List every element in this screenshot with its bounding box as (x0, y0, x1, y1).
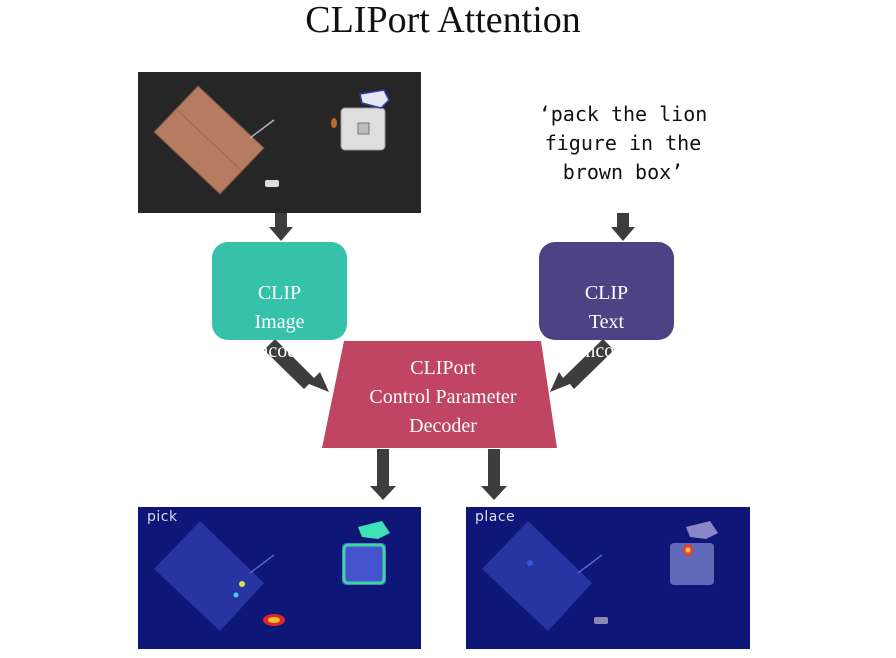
pick-block (342, 543, 386, 585)
place-label: place (475, 509, 516, 525)
arrow-decoder-to-place (481, 449, 507, 500)
pick-box-outline (154, 521, 264, 631)
place-small-object (594, 617, 608, 624)
arrow-image-encoder-to-decoder (264, 339, 329, 392)
clip-image-encoder: CLIP Image Encoder (212, 242, 347, 362)
pick-heatmap-drawing (154, 521, 390, 631)
input-scene-image (138, 72, 421, 213)
pick-shoe-heat (358, 521, 390, 539)
decoder-label: CLIPort Control Parameter Decoder (369, 357, 517, 437)
place-hotspot-core (685, 547, 691, 553)
clip-text-encoder: CLIP Text Encoder (539, 242, 674, 362)
arrow-decoder-to-pick (370, 449, 396, 500)
place-box-outline (482, 521, 592, 631)
pick-label: pick (147, 509, 178, 525)
diagram-title: CLIPort Attention (305, 0, 581, 41)
language-instruction: ‘pack the lion figure in the brown box’ (538, 102, 708, 184)
pick-block-heat (342, 543, 386, 585)
pick-stick (249, 554, 275, 574)
white-block-center (357, 122, 370, 135)
place-block (670, 543, 714, 585)
lion-figure (331, 118, 337, 128)
text-encoder-label: CLIP Text Encoder (573, 282, 640, 362)
shoe-object (359, 89, 390, 109)
small-object (265, 180, 279, 187)
scene-drawing (153, 85, 390, 195)
stick (249, 119, 275, 139)
pick-lion-heat-core (268, 617, 280, 623)
pick-hotspot-1 (239, 581, 245, 587)
arrow-text-to-text-encoder (611, 213, 635, 241)
place-stick (577, 554, 603, 574)
place-heatmap-drawing (482, 521, 718, 631)
arrow-text-encoder-to-decoder (550, 339, 614, 392)
image-encoder-label: CLIP Image Encoder (246, 282, 313, 362)
box-crease (175, 108, 243, 172)
pick-hotspot-2 (233, 592, 239, 598)
place-shoe (686, 521, 718, 539)
arrow-scene-to-image-encoder (269, 213, 293, 241)
place-heatmap: place (466, 507, 750, 649)
place-small-spot (527, 560, 533, 566)
pick-heatmap: pick (138, 507, 421, 649)
decoder-trapezoid (322, 341, 557, 448)
